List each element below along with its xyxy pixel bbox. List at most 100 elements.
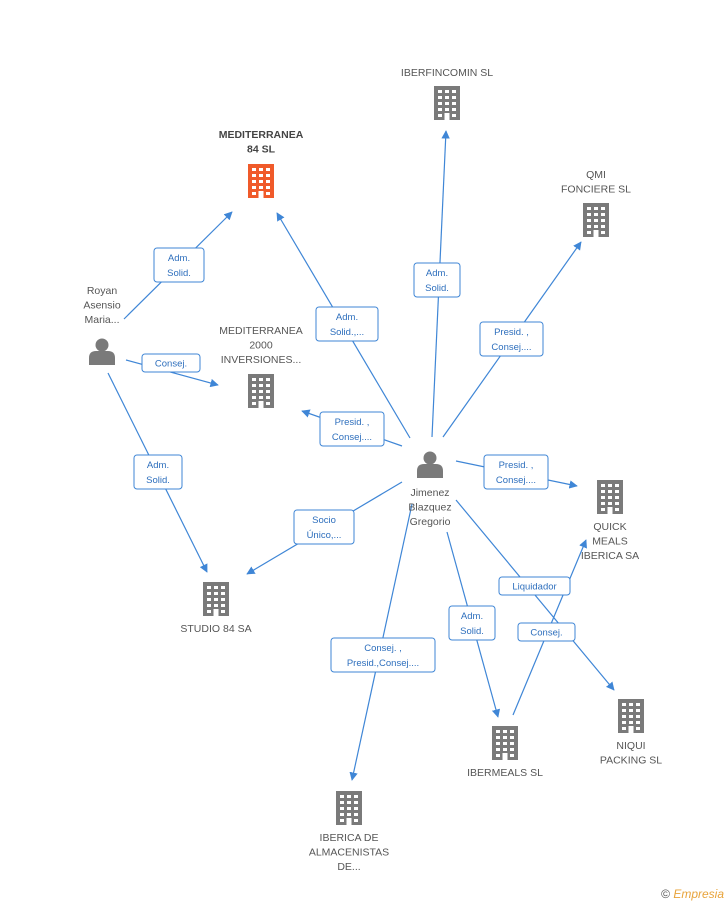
edge-label-text: Presid. , (499, 460, 534, 471)
edge-label-text: Solid.,... (330, 327, 364, 338)
node-label[interactable]: MEALS (592, 536, 628, 548)
node-niqui[interactable]: NIQUI PACKING SL (600, 699, 662, 767)
node-label[interactable]: MEDITERRANEA (219, 325, 302, 337)
node-studio84[interactable]: STUDIO 84 SA (180, 582, 252, 635)
edge-label-text: Solid. (146, 475, 170, 486)
building-icon[interactable] (248, 374, 274, 408)
edge-label-jimenez-med84[interactable]: Adm. Solid.,... (315, 306, 379, 342)
edge-label-box[interactable] (448, 605, 496, 641)
person-head (423, 451, 437, 465)
edge-label-jimenez-studio84[interactable]: SocioÚnico,... (293, 509, 355, 545)
edge-label-ibermeals-quickmeals[interactable]: Liquidador (498, 576, 571, 596)
node-label[interactable]: QMI (586, 169, 606, 181)
watermark: © Empresia (661, 887, 724, 901)
node-label[interactable]: ALMACENISTAS (309, 847, 389, 859)
edge-label-text: Adm. (336, 312, 358, 323)
edge-label-jimenez-niqui[interactable]: Consej. (517, 622, 576, 642)
edge-label-box[interactable] (153, 247, 205, 283)
node-label[interactable]: MEDITERRANEA (219, 129, 304, 141)
node-label[interactable]: QUICK (593, 521, 626, 533)
edge-label-text: Adm. (461, 611, 483, 622)
node-label[interactable]: Jimenez (410, 487, 449, 499)
edge-label-box[interactable] (498, 576, 571, 596)
node-iberfincomin[interactable]: IBERFINCOMIN SL (401, 67, 493, 120)
edge-label-text: Único,... (307, 530, 342, 541)
edge-label-text: Solid. (460, 626, 484, 637)
node-label[interactable]: Asensio (83, 300, 121, 312)
node-label[interactable]: Gregorio (410, 516, 451, 528)
edge-label-text: Adm. (426, 268, 448, 279)
edge-label-jimenez-med2000[interactable]: Presid. , Consej.... (319, 411, 385, 447)
building-icon[interactable] (597, 480, 623, 514)
node-qmi[interactable]: QMI FONCIERE SL (561, 169, 631, 237)
node-label[interactable]: 2000 (249, 340, 273, 352)
edge-label-text: Presid.,Consej.... (347, 658, 419, 669)
node-label[interactable]: Royan (87, 285, 118, 297)
edge-label-box[interactable] (517, 622, 576, 642)
edge-label-text: Consej. (530, 628, 562, 639)
node-quickmeals[interactable]: QUICK MEALS IBERICA SA (581, 480, 639, 562)
edge-label-box[interactable] (413, 262, 461, 298)
edge-label-royan-med84[interactable]: Adm.Solid. (153, 247, 205, 283)
edge-label-text: Consej. (155, 359, 187, 370)
edge-label-box[interactable] (141, 353, 201, 373)
edge-label-jimenez-iberica[interactable]: Consej. , Presid.,Consej.... (330, 637, 436, 673)
edge-label-box[interactable] (315, 306, 379, 342)
nodes-layer: MEDITERRANEA 84 SL IBERFINCOMIN SL QMI FONCI… (83, 67, 662, 873)
building-icon[interactable] (203, 582, 229, 616)
node-label[interactable]: PACKING SL (600, 755, 662, 767)
person-body (89, 351, 115, 365)
person-icon[interactable] (417, 451, 443, 479)
edge-label-box[interactable] (330, 637, 436, 673)
node-label[interactable]: IBERICA DE (320, 832, 379, 844)
edge-label-text: Presid. , (494, 327, 529, 338)
node-label[interactable]: FONCIERE SL (561, 184, 631, 196)
edge-label-jimenez-quickmeals[interactable]: Presid. ,Consej.... (483, 454, 549, 490)
edge-label-text: Solid. (425, 283, 449, 294)
edge-labels-layer: Adm. Solid. Consej. Adm. Solid. Adm. Solid.,..… (133, 247, 576, 673)
edge-label-jimenez-iberfincomin[interactable]: Adm. Solid. (413, 262, 461, 298)
copyright-symbol: © (661, 887, 670, 901)
node-med2000[interactable]: MEDITERRANEA 2000INVERSIONES... (219, 325, 303, 408)
building-icon[interactable] (492, 726, 518, 760)
person-body (417, 464, 443, 478)
edge-label-text: Consej.... (332, 432, 372, 443)
node-iberica[interactable]: IBERICA DE ALMACENISTAS DE... (309, 791, 389, 873)
edge-label-text: Adm. (147, 460, 169, 471)
node-mediterranea84[interactable]: MEDITERRANEA 84 SL (219, 129, 304, 198)
brand-logo: Empresia (673, 887, 724, 901)
edge-label-box[interactable] (133, 454, 183, 490)
node-ibermeals[interactable]: IBERMEALS SL (467, 726, 543, 779)
node-label[interactable]: IBERMEALS SL (467, 767, 543, 779)
building-icon[interactable] (618, 699, 644, 733)
person-icon[interactable] (89, 338, 115, 366)
building-icon[interactable] (336, 791, 362, 825)
node-label[interactable]: Maria... (84, 314, 119, 326)
building-icon[interactable] (434, 86, 460, 120)
edge-label-text: Consej. , (364, 643, 402, 654)
edge-label-box[interactable] (293, 509, 355, 545)
edge-label-box[interactable] (483, 454, 549, 490)
building-icon[interactable] (583, 203, 609, 237)
node-royan[interactable]: RoyanAsensioMaria... (83, 285, 121, 365)
edge-label-jimenez-qmi[interactable]: Presid. , Consej.... (479, 321, 544, 357)
node-label[interactable]: IBERICA SA (581, 550, 639, 562)
node-label[interactable]: NIQUI (616, 740, 645, 752)
node-label[interactable]: STUDIO 84 SA (180, 623, 251, 635)
edge-label-text: Solid. (167, 268, 191, 279)
node-label[interactable]: DE... (337, 861, 360, 873)
edge-label-royan-med2000[interactable]: Consej. (141, 353, 201, 373)
node-label[interactable]: 84 SL (247, 144, 276, 156)
edge-label-text: Consej.... (491, 342, 531, 353)
node-label[interactable]: INVERSIONES... (221, 354, 302, 366)
edge-label-box[interactable] (319, 411, 385, 447)
edge-label-royan-studio84[interactable]: Adm. Solid. (133, 454, 183, 490)
node-label[interactable]: IBERFINCOMIN SL (401, 67, 493, 79)
edge-label-box[interactable] (479, 321, 544, 357)
node-label[interactable]: Blazquez (408, 502, 451, 514)
edge-label-text: Presid. , (335, 417, 370, 428)
building-icon[interactable] (248, 164, 274, 198)
edge-label-jimenez-ibermeals[interactable]: Adm. Solid. (448, 605, 496, 641)
